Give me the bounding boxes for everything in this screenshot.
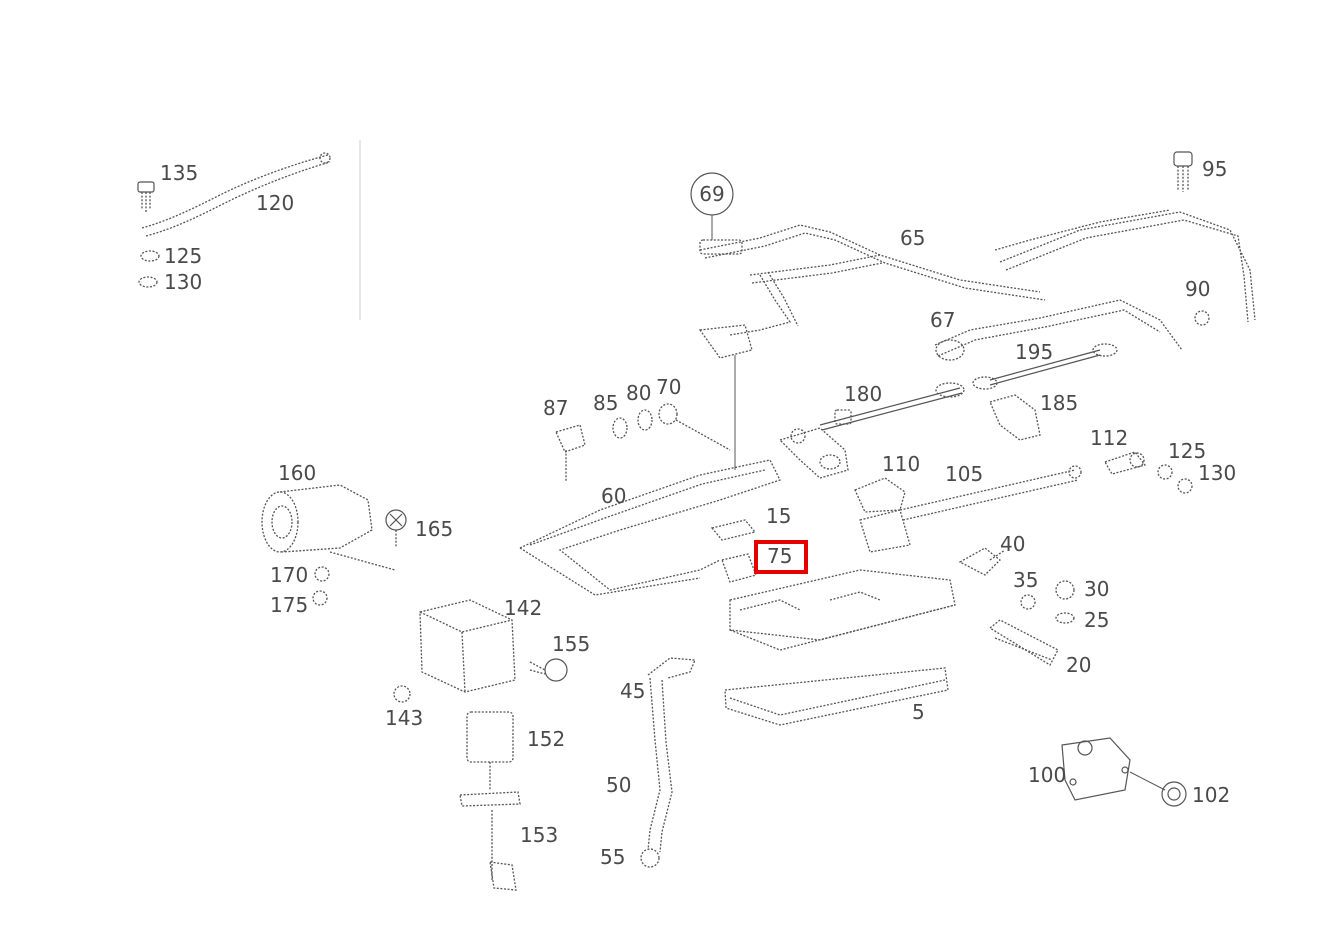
part-40-sensor [958,547,1006,576]
part-95-bolt [1173,151,1193,192]
callout-65[interactable]: 65 [900,226,925,250]
reference-marker-label: 69 [699,182,724,206]
part-152-fuse-holder [466,711,514,790]
callout-20[interactable]: 20 [1066,653,1091,677]
part-175-washer [312,590,328,606]
callout-25[interactable]: 25 [1084,608,1109,632]
part-30-nut [1055,580,1075,600]
part-5-battery-tray [724,667,949,726]
part-125-washer-inset [140,250,160,262]
part-142-relay-box [419,599,516,693]
callout-142[interactable]: 142 [504,596,542,620]
part-125-washer [1157,464,1173,480]
part-102-nut [1161,781,1187,807]
callout-95[interactable]: 95 [1202,157,1227,181]
callout-5[interactable]: 5 [912,700,925,724]
callout-175[interactable]: 175 [270,593,308,617]
part-120-ground-strap [141,152,331,237]
part-90-nut [1194,310,1210,326]
callout-125-inset[interactable]: 125 [164,244,202,268]
battery-block [729,569,956,651]
part-143-grommet [393,685,411,703]
part-160-blower [261,484,396,571]
part-195-cable [972,343,1118,390]
callout-120[interactable]: 120 [256,191,294,215]
part-80-washer [637,409,653,431]
callout-60[interactable]: 60 [601,484,626,508]
callout-102[interactable]: 102 [1192,783,1230,807]
part-67-cable [934,299,1183,361]
part-153-wire-clip [459,791,521,891]
part-25-washer [1055,612,1075,624]
part-110-bracket [854,477,911,553]
part-170-nut [314,566,330,582]
part-50-vent-hose [647,677,673,853]
callout-70[interactable]: 70 [656,375,681,399]
callout-80[interactable]: 80 [626,381,651,405]
highlight-box-75 [754,540,808,574]
part-20-bar [988,619,1059,666]
part-155-push-clip [529,658,568,682]
part-87-clip [555,424,586,482]
part-60-hold-down-frame [519,459,781,596]
callout-130-inset[interactable]: 130 [164,270,202,294]
callout-170[interactable]: 170 [270,563,308,587]
part-105-cable [899,465,1082,521]
part-130-washer [1177,478,1193,494]
callout-40[interactable]: 40 [1000,532,1025,556]
part-15-bracket [710,519,757,541]
callout-30[interactable]: 30 [1084,577,1109,601]
callout-155[interactable]: 155 [552,632,590,656]
callout-153[interactable]: 153 [520,823,558,847]
callout-85[interactable]: 85 [593,391,618,415]
callout-15[interactable]: 15 [766,504,791,528]
part-75-hold-down-clamp [721,553,757,583]
callout-100[interactable]: 100 [1028,763,1066,787]
callout-125[interactable]: 125 [1168,439,1206,463]
part-70-bolt [658,403,731,451]
battery-clamp-terminal [778,427,849,479]
cable-end-terminal-69 [698,239,753,359]
callout-35[interactable]: 35 [1013,568,1038,592]
callout-45[interactable]: 45 [620,679,645,703]
callout-67[interactable]: 67 [930,308,955,332]
callout-90[interactable]: 90 [1185,277,1210,301]
callout-130[interactable]: 130 [1198,461,1236,485]
part-85-washer [612,417,628,439]
part-55-hose-fitting [640,848,660,868]
callout-143[interactable]: 143 [385,706,423,730]
callout-160[interactable]: 160 [278,461,316,485]
part-180-cable [819,382,965,431]
callout-112[interactable]: 112 [1090,426,1128,450]
part-130-washer-inset [138,276,158,288]
part-100-bracket [1061,737,1166,801]
callout-87[interactable]: 87 [543,396,568,420]
part-45-hose-end [647,657,696,679]
callout-180[interactable]: 180 [844,382,882,406]
callout-195[interactable]: 195 [1015,340,1053,364]
callout-75[interactable]: 75 [767,544,792,568]
part-112-terminal [1104,451,1147,475]
callout-185[interactable]: 185 [1040,391,1078,415]
callout-50[interactable]: 50 [606,773,631,797]
callout-165[interactable]: 165 [415,517,453,541]
part-135-bolt [137,181,155,212]
part-165-screw [385,509,407,548]
callout-135[interactable]: 135 [160,161,198,185]
callout-152[interactable]: 152 [527,727,565,751]
callout-55[interactable]: 55 [600,845,625,869]
callout-105[interactable]: 105 [945,462,983,486]
part-65-battery-cable [699,209,1256,336]
reference-marker-69[interactable]: 69 [690,172,734,216]
part-35-nut [1020,594,1036,610]
callout-110[interactable]: 110 [882,452,920,476]
callout-labels: 135 120 125 130 65 95 90 67 195 180 185 … [160,157,1236,869]
part-185-bracket [989,394,1041,441]
